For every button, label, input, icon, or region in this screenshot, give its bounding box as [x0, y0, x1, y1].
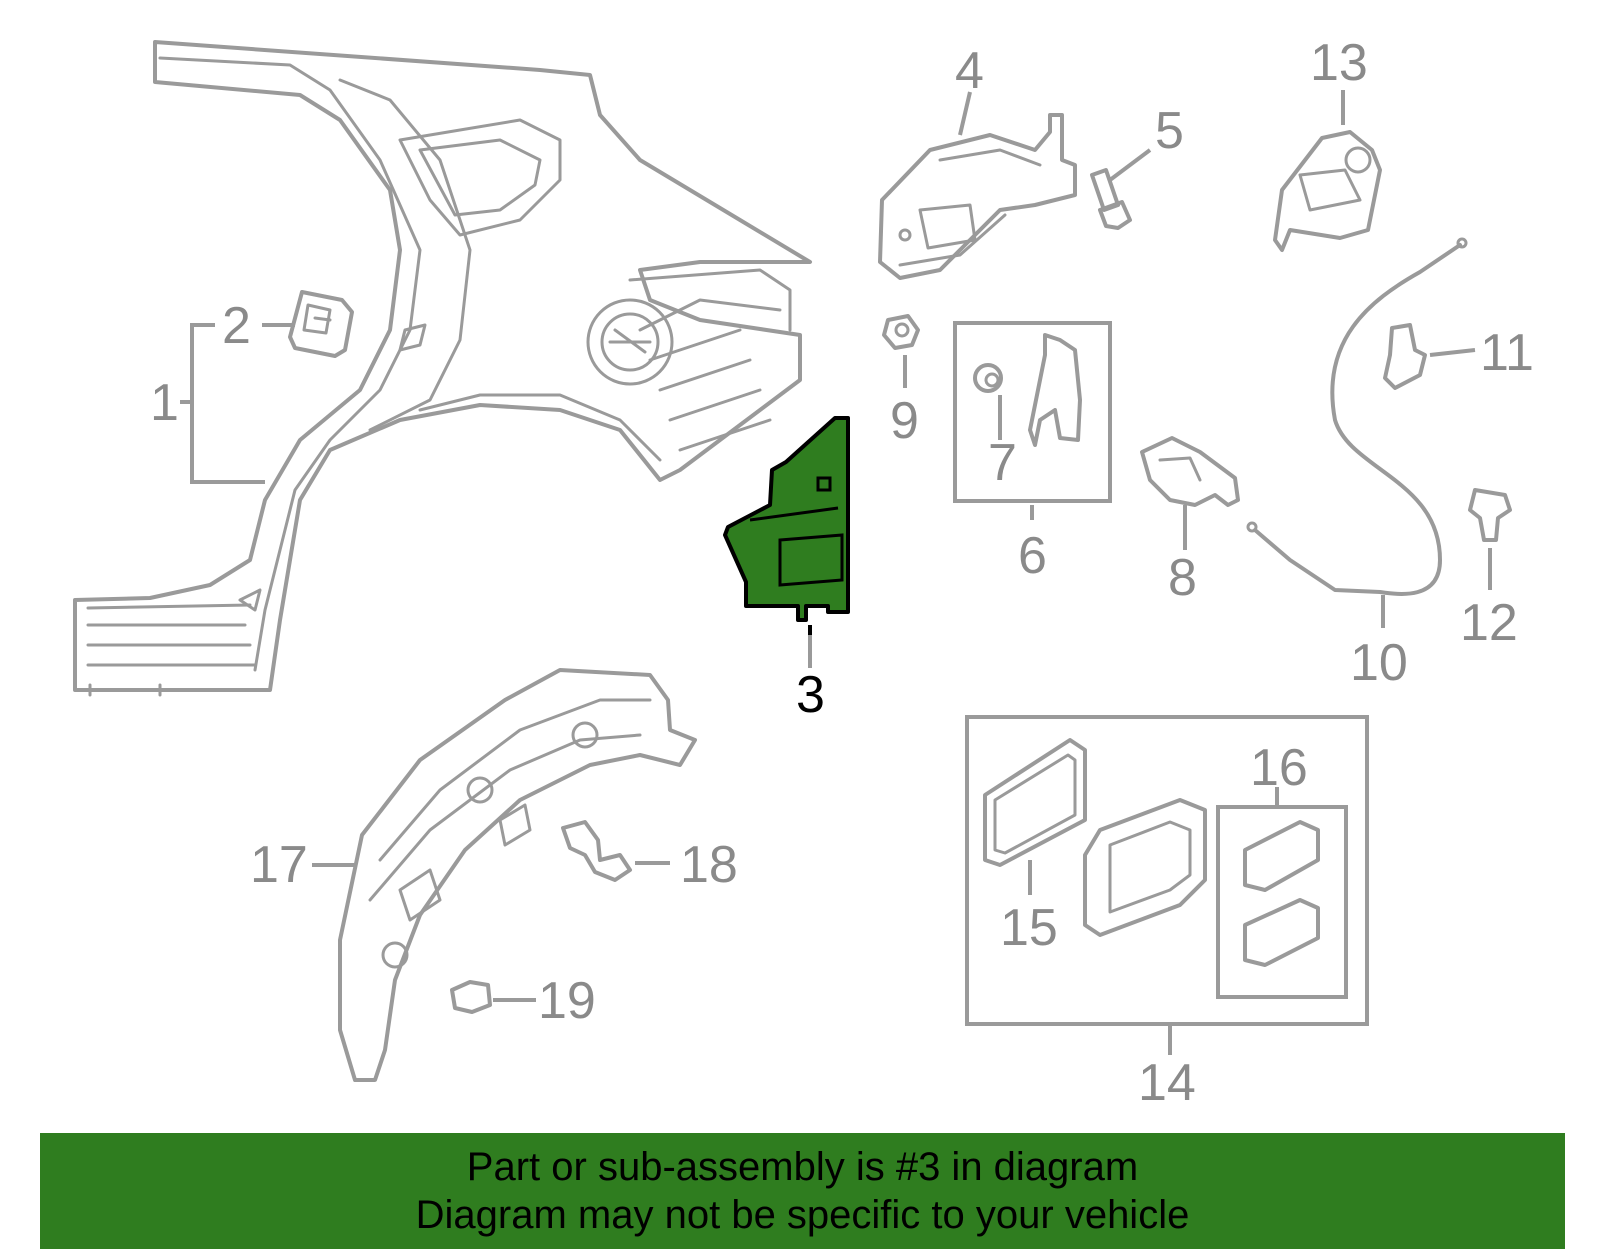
- fuel-door-part[interactable]: [1083, 798, 1207, 937]
- push-clip-part-18[interactable]: [561, 820, 632, 882]
- quarter-panel-part-1[interactable]: [73, 40, 812, 697]
- bracket-part-3-highlighted[interactable]: [723, 416, 850, 622]
- callout-19[interactable]: 19: [538, 972, 596, 1030]
- callout-17[interactable]: 17: [250, 836, 308, 894]
- leader-lines: [180, 90, 1492, 1055]
- pad-lower: [1243, 898, 1320, 967]
- callout-1[interactable]: 1: [150, 374, 179, 432]
- info-banner: Part or sub-assembly is #3 in diagram Di…: [40, 1133, 1565, 1249]
- box-part-14[interactable]: [965, 715, 1369, 1026]
- seal-part-15[interactable]: [983, 738, 1087, 867]
- callout-3[interactable]: 3: [796, 666, 825, 724]
- banner-line-1: Part or sub-assembly is #3 in diagram: [466, 1145, 1139, 1189]
- push-clip-part-12[interactable]: [1468, 488, 1512, 542]
- callout-16[interactable]: 16: [1250, 739, 1308, 797]
- bolt-part-5[interactable]: [1090, 168, 1132, 230]
- pad-upper: [1243, 820, 1320, 892]
- wheel-liner-part-17[interactable]: [338, 668, 697, 1082]
- clip-part-2[interactable]: [288, 290, 354, 358]
- callout-12[interactable]: 12: [1460, 594, 1518, 652]
- callout-18[interactable]: 18: [680, 836, 738, 894]
- latch-part-13[interactable]: [1273, 130, 1382, 252]
- cable-part-10[interactable]: [1246, 237, 1468, 596]
- clip-part-11[interactable]: [1383, 323, 1427, 390]
- callout-15[interactable]: 15: [1000, 899, 1058, 957]
- callout-9[interactable]: 9: [890, 392, 919, 450]
- box-part-6[interactable]: [953, 321, 1112, 503]
- box-part-16[interactable]: [1216, 805, 1348, 999]
- callout-8[interactable]: 8: [1168, 549, 1197, 607]
- clip-part-7[interactable]: [973, 363, 1003, 393]
- callout-14[interactable]: 14: [1138, 1054, 1196, 1112]
- actuator-part-8[interactable]: [1140, 436, 1240, 507]
- callout-11[interactable]: 11: [1480, 324, 1534, 382]
- callout-2[interactable]: 2: [222, 297, 251, 355]
- callout-5[interactable]: 5: [1155, 102, 1184, 160]
- callout-6[interactable]: 6: [1018, 527, 1047, 585]
- callout-4[interactable]: 4: [955, 42, 984, 100]
- parts-diagram: 1 2 3 4 5 6 7 8 9 10 11 12 13 14 15 16 1…: [73, 34, 1534, 1112]
- fuel-door-housing-part-4[interactable]: [878, 113, 1077, 280]
- callout-10[interactable]: 10: [1350, 634, 1408, 692]
- nut-part-19[interactable]: [450, 980, 492, 1014]
- banner-line-2: Diagram may not be specific to your vehi…: [415, 1193, 1190, 1237]
- nut-part-9[interactable]: [882, 314, 920, 350]
- callout-7[interactable]: 7: [988, 434, 1017, 492]
- callout-13[interactable]: 13: [1310, 34, 1368, 92]
- callout-labels: 1 2 3 4 5 6 7 8 9 10 11 12 13 14 15 16 1…: [150, 34, 1534, 1112]
